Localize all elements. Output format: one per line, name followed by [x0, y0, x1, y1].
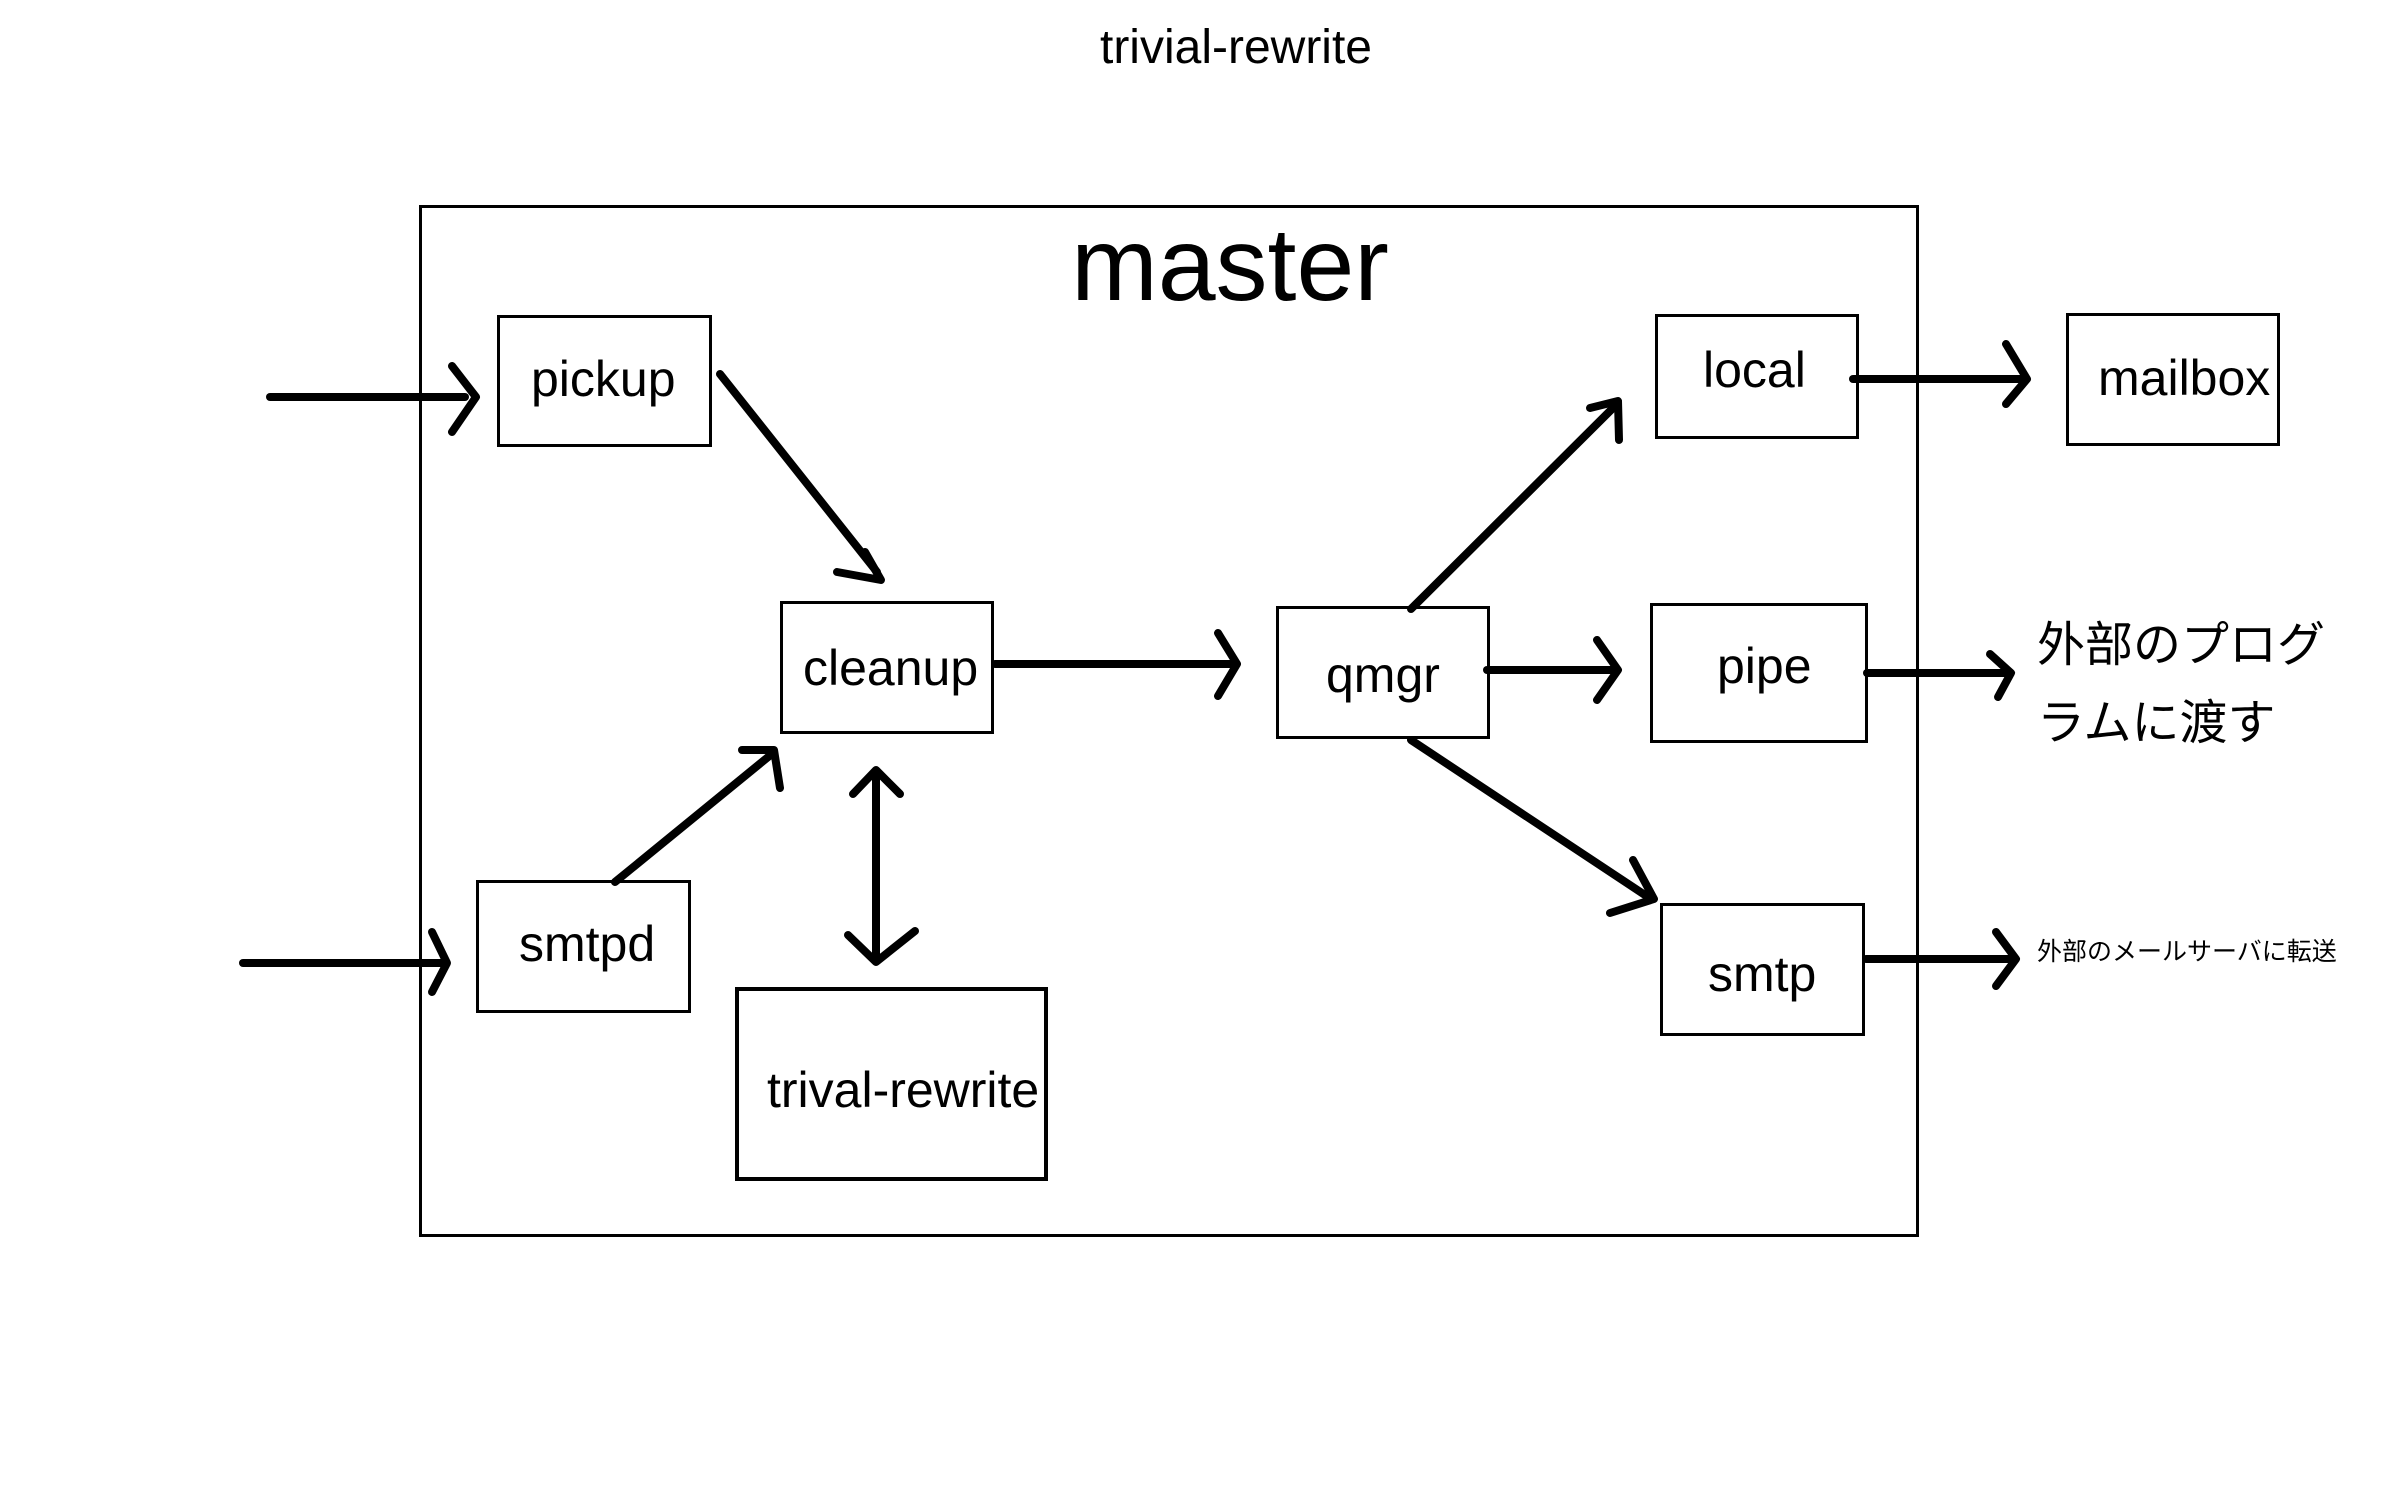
pipe-label: pipe	[1717, 638, 1812, 694]
qmgr-label: qmgr	[1326, 647, 1440, 703]
pickup-node	[497, 315, 712, 447]
cleanup-label: cleanup	[803, 640, 979, 696]
pipe-note-line-1: 外部のプログ	[2037, 619, 2326, 672]
arrow-external-to-smtpd	[239, 928, 451, 996]
local-label: local	[1703, 342, 1806, 398]
smtpd-node	[476, 880, 691, 1013]
mailbox-label: mailbox	[2098, 350, 2271, 406]
pickup-label: pickup	[531, 351, 676, 407]
pipe-node	[1650, 603, 1868, 743]
master-label: master	[1071, 207, 1389, 323]
trivial-rewrite-label: trival-rewrite	[767, 1062, 1040, 1118]
smtpd-label: smtpd	[519, 916, 656, 972]
qmgr-node	[1276, 606, 1490, 739]
cleanup-node	[780, 601, 994, 734]
page-title: trivial-rewrite	[1099, 21, 1372, 74]
local-node	[1655, 314, 1859, 439]
trivial-rewrite-node	[735, 987, 1048, 1181]
master-container	[419, 205, 1919, 1237]
smtp-label: smtp	[1708, 946, 1817, 1002]
smtp-node	[1660, 903, 1865, 1036]
smtp-note: 外部のメールサーバに転送	[2037, 938, 2337, 966]
mailbox-node	[2066, 313, 2280, 446]
pipe-note-line-2: ラムに渡す	[2037, 697, 2276, 750]
